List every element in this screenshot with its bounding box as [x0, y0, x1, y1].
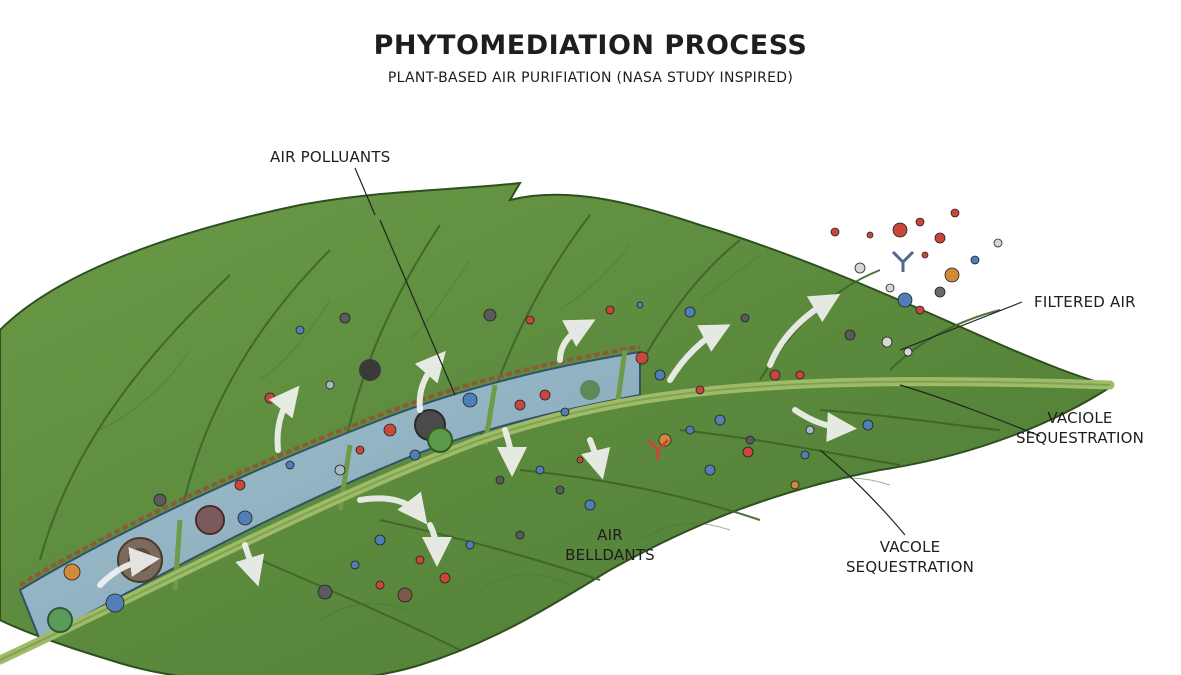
airflow-arrow-icon [792, 407, 857, 443]
leader-air-pollutants [354, 167, 456, 396]
airflow-arrow-icon [581, 437, 611, 480]
label-air-pollutants: AIR POLLUANTS [270, 148, 391, 166]
airflow-arrow-icon [269, 385, 300, 453]
pollutant-particle-icon [891, 250, 915, 272]
label-vacuole-2-line1: VACOLE [879, 538, 941, 556]
label-air-bellutants-line2: BELLDANTS [565, 546, 655, 564]
airflow-arrow-icon [421, 522, 452, 567]
airflow-arrow-icon [235, 542, 265, 587]
vacuole-cell-icon [359, 359, 381, 381]
airflow-arrows [97, 293, 857, 588]
page-title: PHYTOMEDIATION PROCESS [373, 30, 808, 61]
label-vacuole-2-line2: SEQUESTRATION [845, 558, 975, 576]
label-vacuole-1-line2: SEQUESTRATION [1015, 429, 1145, 447]
cell-wall-top [18, 345, 641, 587]
label-vacuole-sequestration-2: VACOLE SEQUESTRATION [830, 537, 990, 577]
leader-lines [354, 167, 1041, 536]
vacuole-cell-icon [580, 380, 600, 400]
airflow-arrow-icon [496, 427, 527, 477]
label-filtered-air: FILTERED AIR [1034, 293, 1136, 311]
vacuole-cell-icon [427, 427, 453, 453]
airflow-arrow-icon [767, 293, 841, 368]
pollutant-particle-icon [646, 438, 670, 460]
label-vacuole-sequestration-1: VACIOLE SEQUESTRATION [1000, 408, 1160, 448]
lower-veins [259, 409, 1001, 651]
cell-channel [18, 350, 641, 642]
vacuole-cell-icon [47, 607, 73, 633]
airflow-arrow-icon [667, 324, 731, 383]
airflow-arrow-icon [357, 491, 428, 525]
airflow-arrow-icon [414, 350, 446, 413]
label-air-bellutants-line1: AIR [597, 526, 623, 544]
leader-filtered-air [899, 301, 1023, 351]
pollutant-particles [63, 301, 874, 613]
label-vacuole-1-line1: VACIOLE [1047, 409, 1113, 427]
leaf-blade [0, 181, 1115, 675]
vein-texture [99, 244, 891, 621]
airflow-arrow-icon [557, 319, 596, 363]
leader-vacuole-2 [819, 449, 906, 536]
filtered-particles [646, 208, 1003, 460]
leader-vacuole-1 [899, 384, 1041, 437]
vacuole-cell-icon [195, 505, 225, 535]
label-air-bellutants: AIR BELLDANTS [540, 525, 680, 565]
airflow-arrow-icon [97, 547, 160, 588]
page-subtitle: PLANT-BASED AIR PURIFIATION (NASA STUDY … [387, 70, 794, 86]
